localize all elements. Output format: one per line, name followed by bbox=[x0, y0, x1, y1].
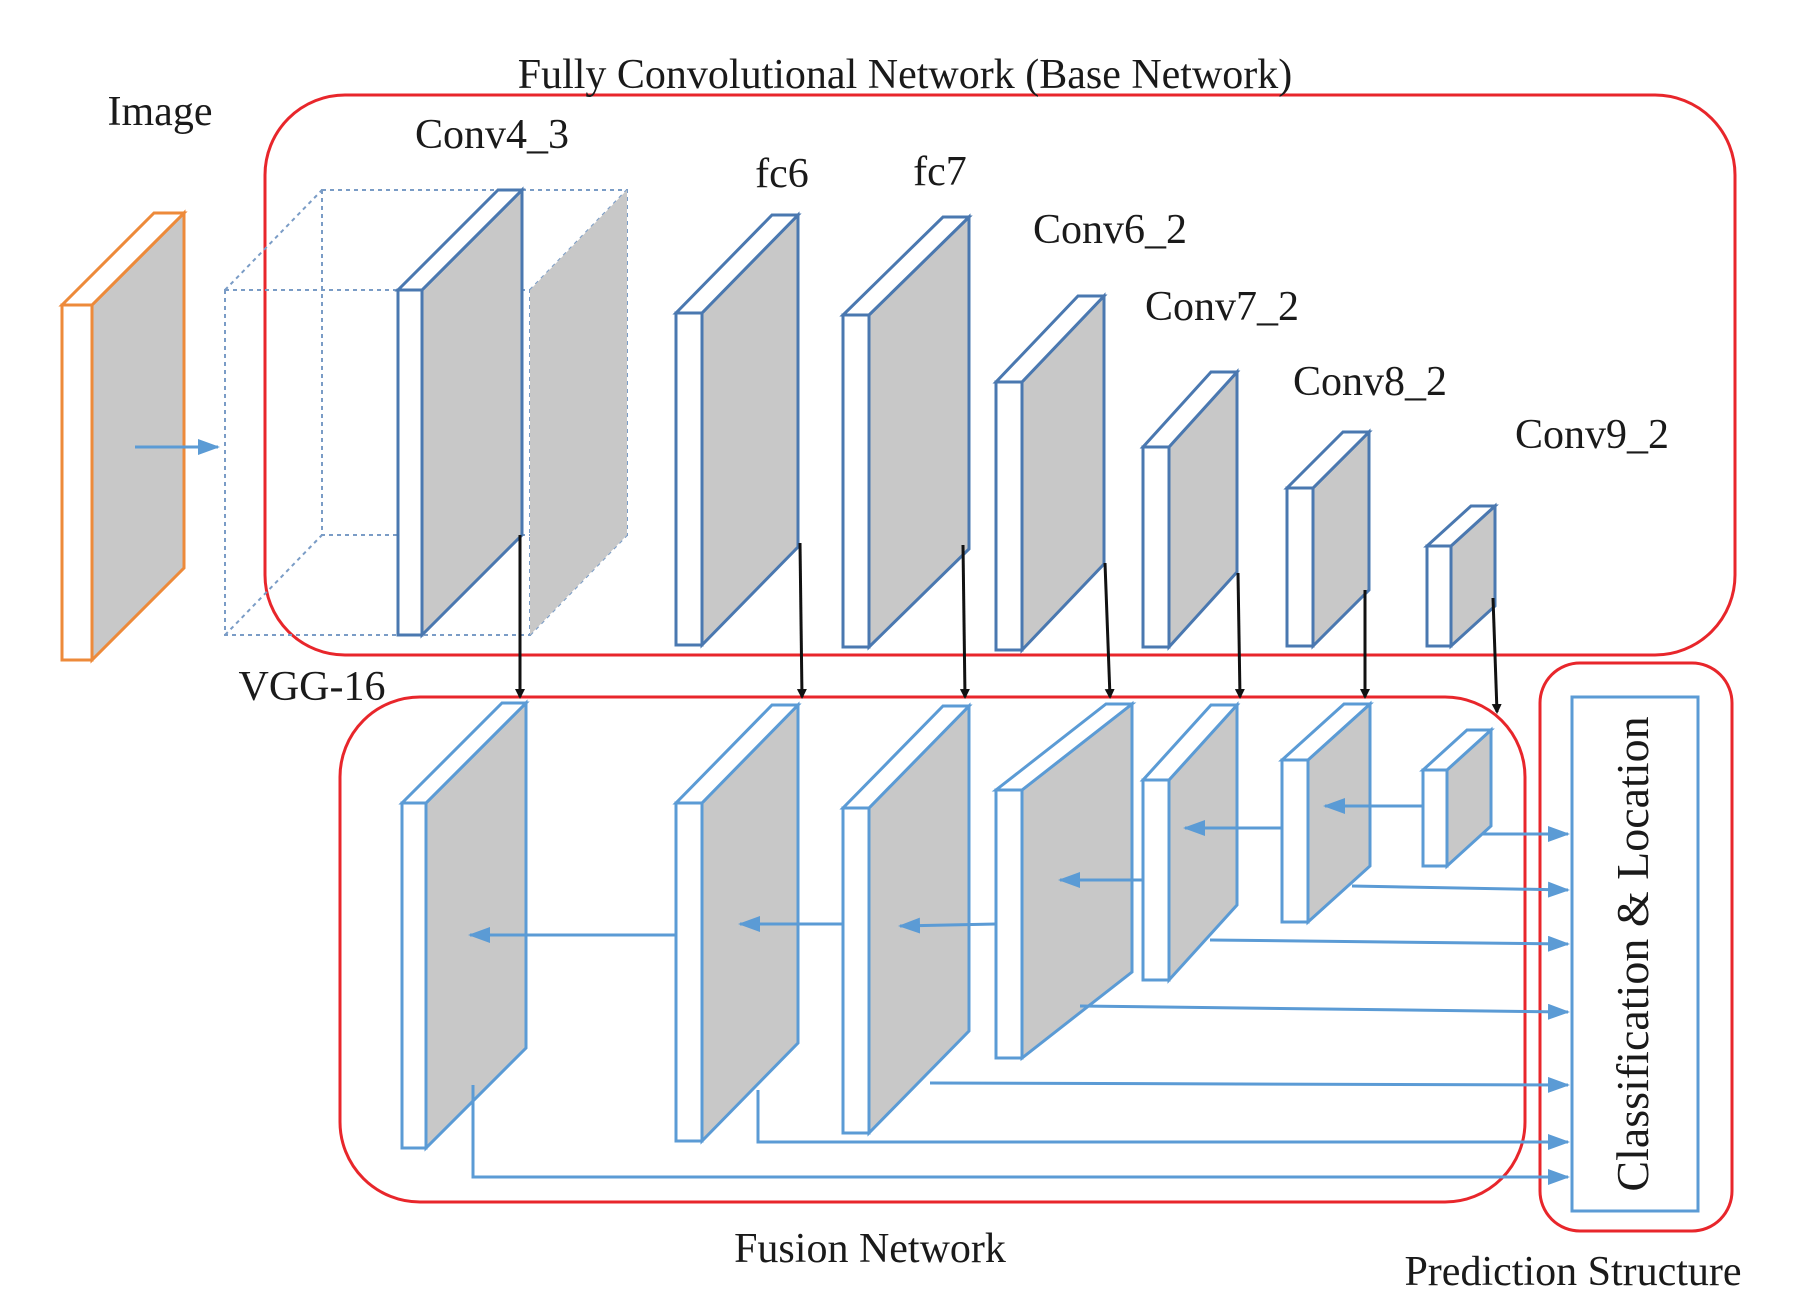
fusion-network-label: Fusion Network bbox=[734, 1226, 1006, 1272]
fusion-fc6-block bbox=[672, 701, 802, 1145]
image-input-block bbox=[58, 209, 188, 664]
arrow-conv7-2-down bbox=[1234, 572, 1245, 699]
conv4-3-block bbox=[394, 186, 526, 639]
image-label: Image bbox=[108, 89, 213, 135]
fusion-fc7-block bbox=[839, 702, 973, 1137]
fusion-conv8-2-block bbox=[1278, 700, 1374, 926]
conv9-2-label: Conv9_2 bbox=[1515, 412, 1669, 458]
pred-from-conv7-2 bbox=[1209, 935, 1570, 952]
conv9-2-block bbox=[1423, 502, 1499, 650]
pred-from-conv6-2 bbox=[1079, 1003, 1570, 1020]
prediction-structure-label: Prediction Structure bbox=[1404, 1249, 1741, 1290]
fc6-block bbox=[672, 211, 802, 649]
conv8-2-block bbox=[1283, 428, 1373, 650]
arrow-conv6-to-fc7 bbox=[898, 917, 997, 934]
fusion-conv7-2-block bbox=[1139, 701, 1241, 984]
vgg16-side-face bbox=[530, 190, 627, 635]
fusion-conv4-3-block bbox=[398, 699, 530, 1152]
conv6-2-block bbox=[992, 292, 1108, 654]
fusion-conv9-2-block bbox=[1419, 726, 1495, 870]
pred-from-conv4-3 bbox=[471, 1085, 1570, 1185]
fc7-block bbox=[839, 213, 973, 651]
arrow-fc6-down bbox=[796, 542, 807, 699]
conv6-2-label: Conv6_2 bbox=[1033, 207, 1187, 253]
arrow-conv6-2-down bbox=[1103, 562, 1115, 699]
conv4-3-label: Conv4_3 bbox=[415, 112, 569, 158]
conv8-2-label: Conv8_2 bbox=[1293, 359, 1447, 405]
arrow-fc7-down bbox=[959, 544, 970, 699]
base-network-title: Fully Convolutional Network (Base Networ… bbox=[518, 52, 1293, 98]
pred-from-conv8-2 bbox=[1351, 881, 1570, 898]
conv7-2-block bbox=[1139, 368, 1241, 651]
fc7-label: fc7 bbox=[913, 149, 967, 195]
arrow-conv9-2-down bbox=[1491, 597, 1502, 714]
conv7-2-label: Conv7_2 bbox=[1145, 284, 1299, 330]
vgg16-label: VGG-16 bbox=[239, 664, 386, 710]
base-network-frame bbox=[263, 93, 1737, 657]
fusion-network-frame bbox=[338, 695, 1527, 1204]
classification-location-box bbox=[1570, 695, 1700, 1213]
fc6-label: fc6 bbox=[755, 151, 809, 197]
pred-from-fc6 bbox=[756, 1090, 1570, 1150]
pred-from-fc7 bbox=[929, 1076, 1570, 1093]
classification-location-label: Classification & Location bbox=[1607, 716, 1658, 1191]
prediction-structure-frame bbox=[1538, 661, 1734, 1233]
